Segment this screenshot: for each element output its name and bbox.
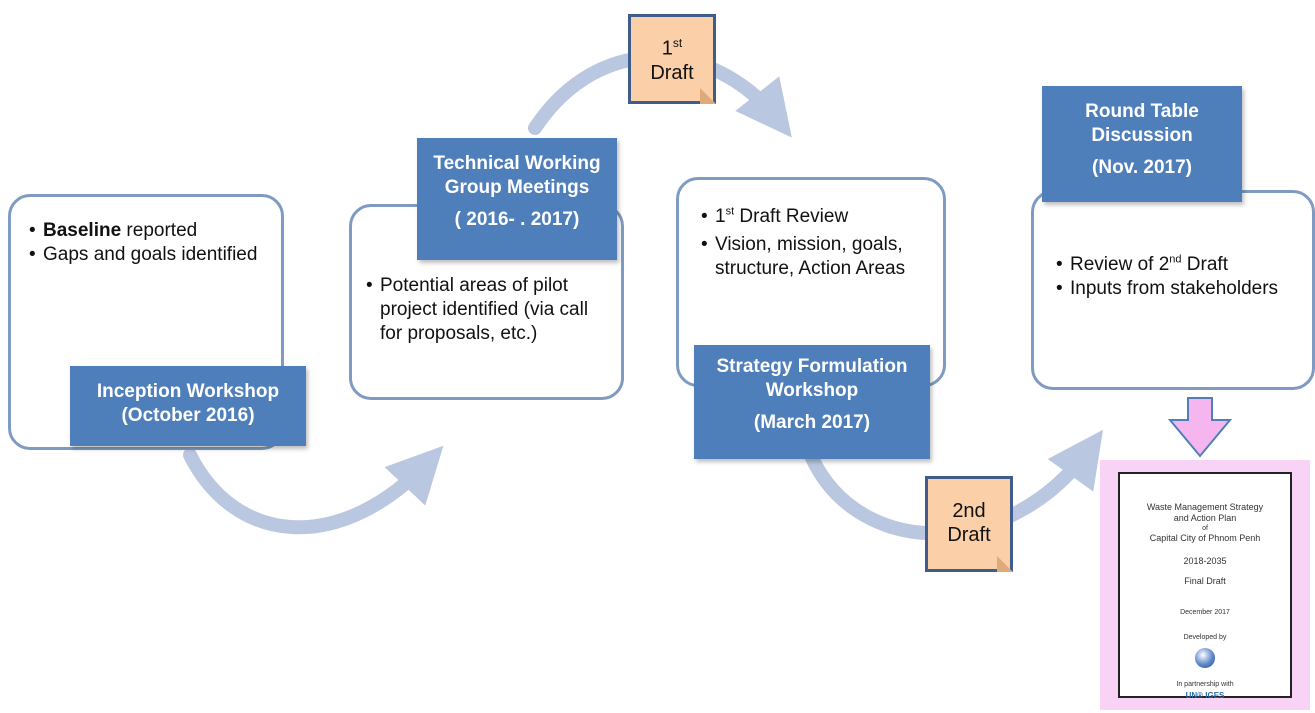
document-years: 2018-2035 [1183, 556, 1227, 566]
arrow-inception-to-technical [183, 445, 444, 535]
down-arrow-icon [1167, 397, 1233, 458]
document-title: Waste Management Strategy and Action Pla… [1146, 502, 1264, 543]
roundtable-date: (Nov. 2017) [1092, 157, 1192, 178]
final-document-panel: Waste Management Strategy and Action Pla… [1100, 460, 1310, 710]
inception-header: Inception Workshop (October 2016) [70, 366, 306, 446]
document-partnership: In partnership with [1176, 681, 1234, 688]
roundtable-header: Round Table Discussion (Nov. 2017) [1042, 86, 1242, 202]
inception-date: (October 2016) [121, 405, 255, 426]
strategy-title: Strategy Formulation Workshop [716, 356, 908, 401]
technical-date: ( 2016- . 2017) [454, 209, 580, 230]
inception-title: Inception Workshop [96, 381, 280, 402]
document-date: December 2017 [1180, 609, 1230, 616]
roundtable-card: Review of 2nd Draft Inputs from stakehol… [1031, 190, 1315, 390]
inception-bullet-baseline: Baseline reported [29, 219, 269, 243]
document-status: Final Draft [1184, 576, 1226, 586]
document-developed-by: Developed by [1183, 634, 1227, 641]
roundtable-bullet-inputs: Inputs from stakeholders [1056, 277, 1296, 301]
strategy-bullet-review: 1st Draft Review [701, 205, 931, 229]
partner-logos: UN® IGES [1185, 691, 1225, 700]
first-draft-note: 1st Draft [628, 14, 716, 104]
strategy-date: (March 2017) [753, 412, 871, 433]
strategy-header: Strategy Formulation Workshop (March 201… [694, 345, 930, 459]
technical-title: Technical Working Group Meetings [433, 153, 601, 198]
inception-bullet-gaps: Gaps and goals identified [29, 243, 269, 267]
roundtable-bullet-review: Review of 2nd Draft [1056, 253, 1296, 277]
roundtable-title: Round Table Discussion [1085, 101, 1199, 146]
final-document-cover: Waste Management Strategy and Action Pla… [1118, 472, 1292, 700]
technical-bullet-pilot: Potential areas of pilot project identif… [366, 274, 606, 346]
globe-logo-icon [1195, 648, 1215, 668]
strategy-bullet-vision: Vision, mission, goals, structure, Actio… [701, 233, 931, 281]
technical-header: Technical Working Group Meetings ( 2016-… [417, 138, 617, 260]
second-draft-note: 2nd Draft [925, 476, 1013, 572]
